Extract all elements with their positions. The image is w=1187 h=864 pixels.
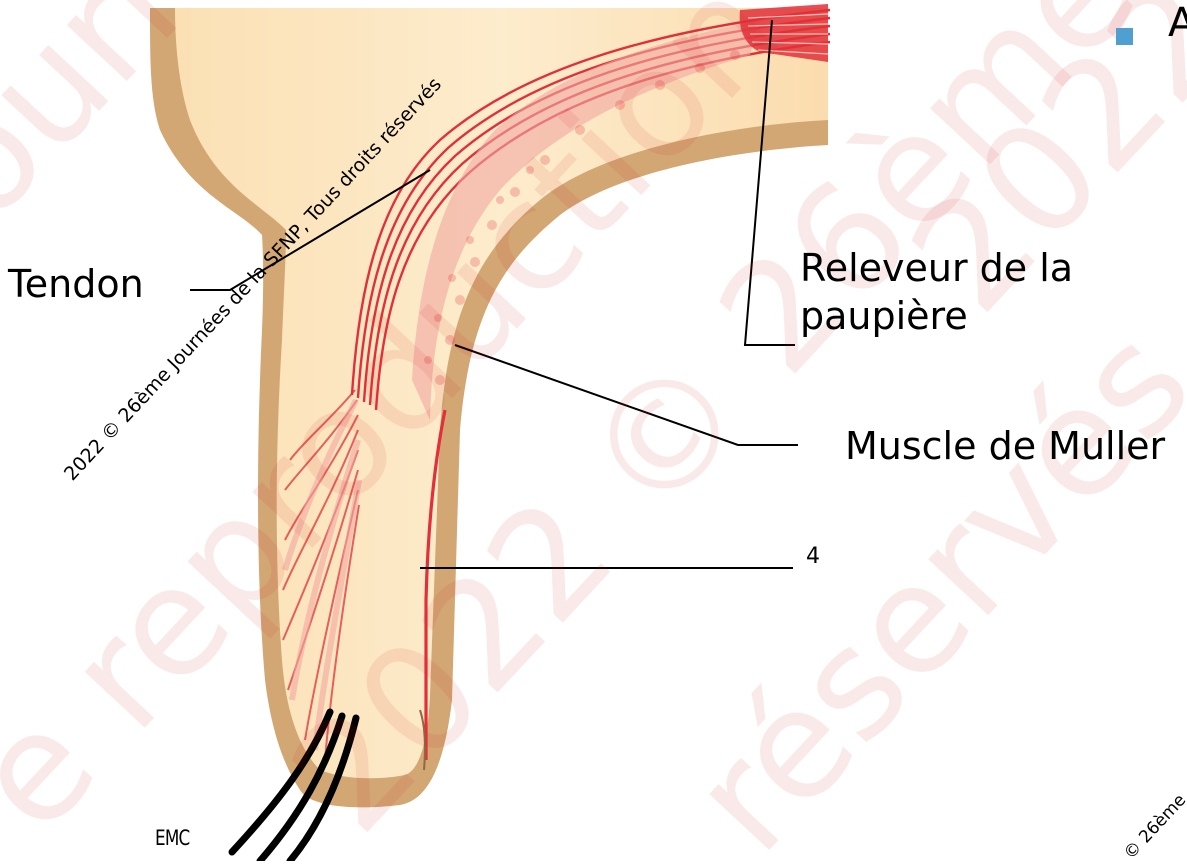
- label-structure-4: 4: [806, 544, 820, 569]
- label-releveur-paupiere: Releveur de la paupière: [800, 244, 1073, 340]
- label-releveur-line1: Releveur de la: [800, 244, 1073, 292]
- label-releveur-line2: paupière: [800, 292, 1073, 340]
- slide-bullet-text: A: [1168, 0, 1187, 46]
- slide-bullet-marker: [1116, 28, 1133, 45]
- emc-logo-text: EMC: [155, 826, 189, 850]
- label-muscle-muller: Muscle de Muller: [845, 424, 1165, 468]
- label-tendon: Tendon: [8, 262, 144, 306]
